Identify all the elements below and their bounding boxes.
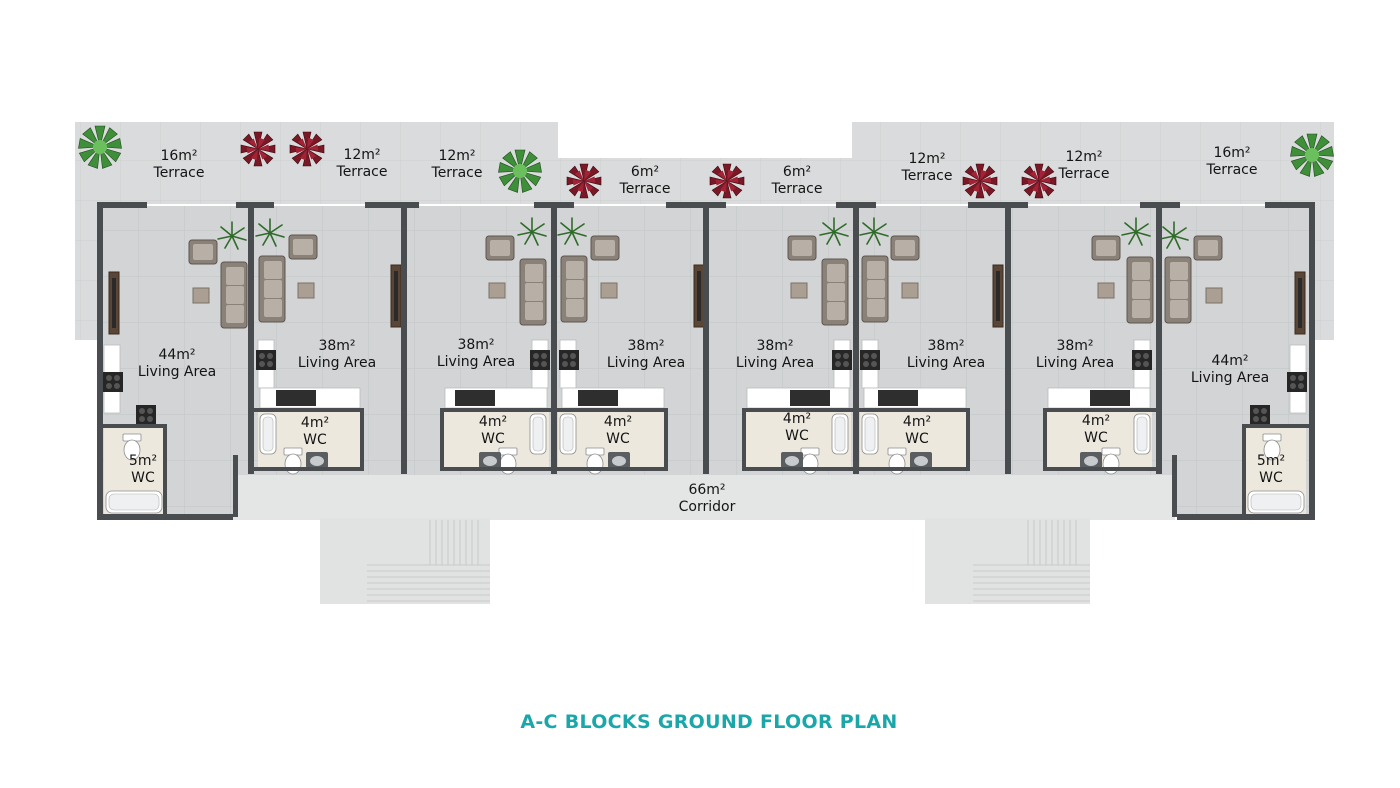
room-name: Terrace xyxy=(1058,166,1110,182)
room-name: Living Area xyxy=(137,364,217,380)
walls xyxy=(97,202,1315,520)
room-name: Terrace xyxy=(153,165,205,181)
stove-icon xyxy=(103,350,1307,425)
area-value: 4m² xyxy=(902,414,932,430)
area-value: 16m² xyxy=(1213,145,1251,161)
area-value: 5m² xyxy=(1256,453,1286,469)
room-name: WC xyxy=(905,431,929,447)
area-value: 38m² xyxy=(1056,338,1094,354)
plan-title: A-C BLOCKS GROUND FLOOR PLAN xyxy=(520,711,898,733)
area-value: 5m² xyxy=(128,453,158,469)
area-value: 16m² xyxy=(160,148,198,164)
area-value: 6m² xyxy=(630,164,660,180)
area-value: 4m² xyxy=(1081,413,1111,429)
area-value: 12m² xyxy=(438,148,476,164)
room-name: WC xyxy=(303,432,327,448)
corridor xyxy=(233,475,1175,604)
room-name: Terrace xyxy=(901,168,953,184)
room-name: Living Area xyxy=(1190,370,1270,386)
room-name: WC xyxy=(606,431,630,447)
area-value: 4m² xyxy=(603,414,633,430)
room-name: Terrace xyxy=(771,181,823,197)
room-name: Living Area xyxy=(436,354,516,370)
area-value: 66m² xyxy=(688,482,726,498)
room-name: Living Area xyxy=(735,355,815,371)
room-name: Terrace xyxy=(336,164,388,180)
area-value: 4m² xyxy=(300,415,330,431)
area-value: 12m² xyxy=(908,151,946,167)
area-value: 4m² xyxy=(478,414,508,430)
room-name: WC xyxy=(131,470,155,486)
room-name: WC xyxy=(785,428,809,444)
room-name: Terrace xyxy=(1206,162,1258,178)
area-value: 4m² xyxy=(782,411,812,427)
room-name: Living Area xyxy=(906,355,986,371)
area-value: 12m² xyxy=(343,147,381,163)
area-value: 38m² xyxy=(756,338,794,354)
room-name: Terrace xyxy=(431,165,483,181)
area-value: 44m² xyxy=(158,347,196,363)
room-name: Living Area xyxy=(606,355,686,371)
room-name: Terrace xyxy=(619,181,671,197)
room-name: WC xyxy=(1084,430,1108,446)
area-value: 44m² xyxy=(1211,353,1249,369)
room-name: WC xyxy=(1259,470,1283,486)
area-value: 38m² xyxy=(457,337,495,353)
staircase-icon xyxy=(367,520,490,602)
area-value: 38m² xyxy=(627,338,665,354)
room-name: WC xyxy=(481,431,505,447)
area-value: 38m² xyxy=(927,338,965,354)
area-value: 12m² xyxy=(1065,149,1103,165)
room-name: Living Area xyxy=(1035,355,1115,371)
area-value: 6m² xyxy=(782,164,812,180)
room-name: Corridor xyxy=(678,499,736,515)
room-name: Living Area xyxy=(297,355,377,371)
staircase-icon xyxy=(973,520,1090,602)
area-value: 38m² xyxy=(318,338,356,354)
